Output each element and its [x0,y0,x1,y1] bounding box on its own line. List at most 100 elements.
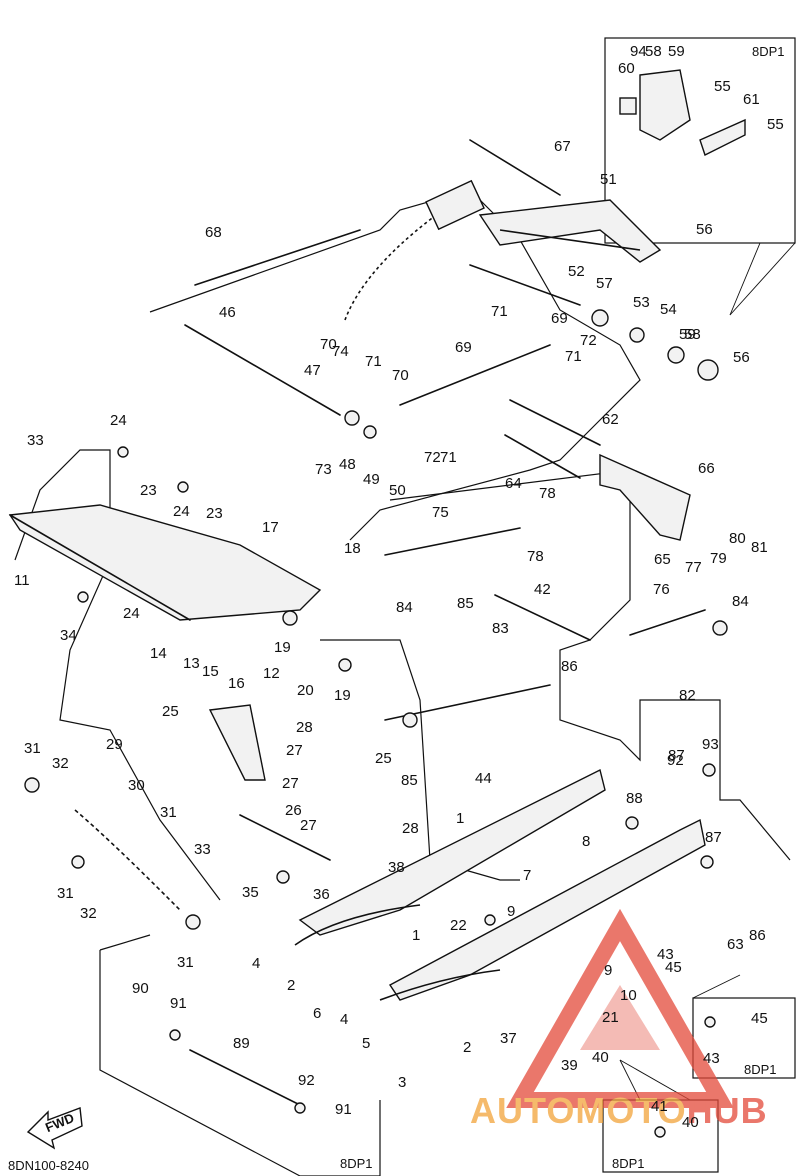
part-number-label: 35 [242,884,259,901]
part-number-label: 52 [568,263,585,280]
part-number-label: 84 [732,593,749,610]
part-number-label: 68 [205,224,222,241]
part-number-label: 91 [335,1101,352,1118]
part-number-label: 30 [128,777,145,794]
part-number-label: 12 [263,665,280,682]
part-number-label: 57 [596,275,613,292]
svg-text:AUTOMOTOHUB: AUTOMOTOHUB [470,1090,768,1131]
part-number-label: 28 [402,820,419,837]
part-number-label: 40 [682,1114,699,1131]
part-number-label: 43 [703,1050,720,1067]
parts [8,69,746,1138]
part-number-label: 49 [363,471,380,488]
part-number-label: 64 [505,475,522,492]
part-number-label: 6 [313,1005,321,1022]
part-number-label: 10 [620,987,637,1004]
part-number-label: 31 [177,954,194,971]
part-number-label: 81 [751,539,768,556]
part-number-label: 24 [123,605,140,622]
part-number-label: 71 [440,449,457,466]
part-number-label: 44 [475,770,492,787]
part-number-label: 71 [565,348,582,365]
callout-labels: 1122344567899101112131415161718191920212… [14,43,784,1131]
part-number-label: 59 [668,43,685,60]
part-number-label: 67 [554,138,571,155]
part-number-label: 58 [645,43,662,60]
part-number-label: 3 [398,1074,406,1091]
fwd-arrow: FWD [26,1107,83,1150]
inset-box-label: 8DP1 [752,44,785,59]
part-number-label: 86 [561,658,578,675]
inset-box-top-right [604,37,796,316]
part-number-label: 9 [507,903,515,920]
part-number-label: 69 [551,310,568,327]
part-number-label: 23 [140,482,157,499]
watermark-text-a: AUTOMOTO [470,1090,687,1131]
part-number-label: 2 [287,977,295,994]
part-number-label: 20 [297,682,314,699]
watermark-text-b: HUB [687,1090,768,1131]
part-number-label: 38 [388,859,405,876]
part-number-label: 13 [183,655,200,672]
part-number-label: 33 [27,432,44,449]
part-number-label: 82 [679,687,696,704]
part-number-label: 50 [389,482,406,499]
part-number-label: 55 [767,116,784,133]
part-number-label: 76 [653,581,670,598]
part-number-label: 34 [60,627,77,644]
part-number-label: 46 [219,304,236,321]
part-number-label: 27 [300,817,317,834]
part-number-label: 11 [14,572,30,589]
part-number-label: 59 [679,326,696,343]
part-number-label: 72 [580,332,597,349]
part-number-label: 92 [298,1072,315,1089]
part-number-label: 33 [194,841,211,858]
part-number-label: 51 [600,171,617,188]
part-number-label: 92 [667,752,684,769]
part-number-label: 56 [696,221,713,238]
part-number-label: 31 [57,885,74,902]
part-number-label: 85 [457,595,474,612]
part-number-label: 22 [450,917,467,934]
region-frames [14,189,791,1176]
part-number-label: 75 [432,504,449,521]
part-number-label: 31 [160,804,177,821]
part-number-label: 77 [685,559,702,576]
part-number-label: 48 [339,456,356,473]
part-number-label: 40 [592,1049,609,1066]
part-number-label: 61 [743,91,760,108]
part-number-label: 27 [282,775,299,792]
part-number-label: 90 [132,980,149,997]
part-number-label: 5 [362,1035,370,1052]
part-number-label: 45 [665,959,682,976]
part-number-label: 63 [727,936,744,953]
part-number-label: 78 [527,548,544,565]
part-number-label: 25 [375,750,392,767]
part-number-label: 4 [340,1011,348,1028]
part-number-label: 32 [52,755,69,772]
part-number-label: 36 [313,886,330,903]
part-number-label: 45 [751,1010,768,1027]
inset-box-label: 8DP1 [612,1156,645,1171]
part-number-label: 19 [334,687,351,704]
part-number-label: 86 [749,927,766,944]
part-number-label: 8 [582,833,590,850]
part-number-label: 17 [262,519,279,536]
part-number-label: 65 [654,551,671,568]
part-number-label: 27 [286,742,303,759]
part-number-label: 32 [80,905,97,922]
part-number-label: 74 [332,343,349,360]
inset-box-label: 8DP1 [340,1156,373,1171]
part-number-label: 80 [729,530,746,547]
part-number-label: 70 [320,336,337,353]
part-number-label: 18 [344,540,361,557]
part-number-label: 21 [602,1009,619,1026]
diagram-code: 8DN100-8240 [8,1158,89,1173]
watermark-logo: AUTOMOTOHUB [470,908,768,1131]
part-number-label: 42 [534,581,551,598]
part-number-label: 43 [657,946,674,963]
part-number-label: 53 [633,294,650,311]
part-number-label: 72 [424,449,441,466]
part-number-label: 41 [651,1098,668,1115]
part-number-label: 89 [233,1035,250,1052]
